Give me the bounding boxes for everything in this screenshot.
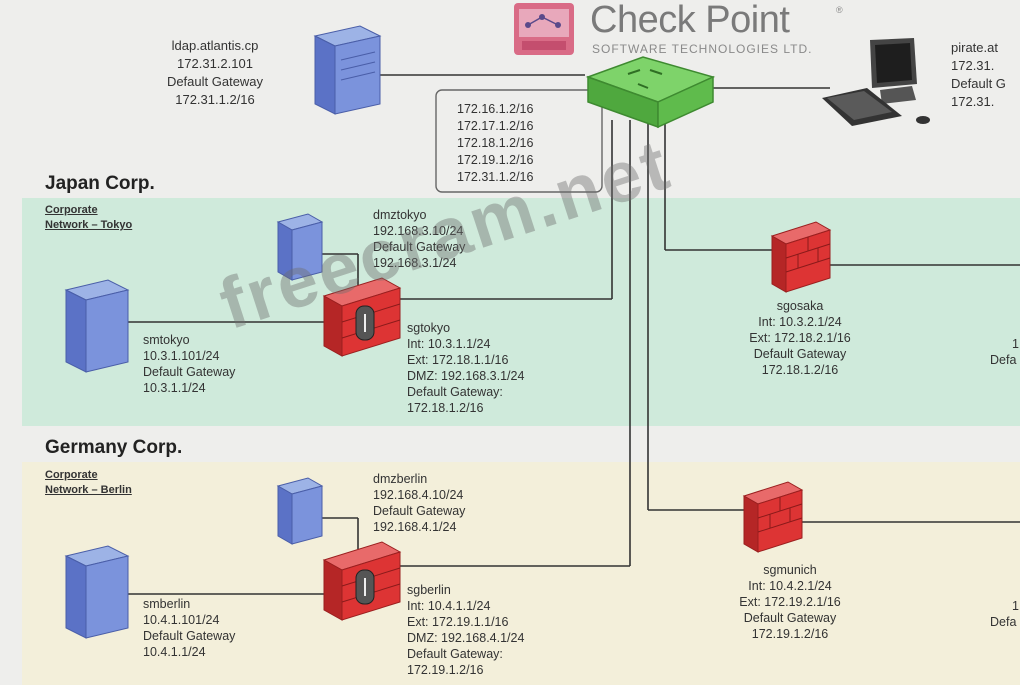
sgtokyo-firewall-icon[interactable] [320, 277, 404, 357]
smtokyo-gateway: 10.3.1.1/24 [143, 381, 206, 395]
ldap-server-name: ldap.atlantis.cp [171, 38, 259, 53]
smberlin-gateway: 10.4.1.1/24 [143, 645, 206, 659]
berlin-network-zone [22, 462, 1020, 685]
japan-corp-title: Japan Corp. [45, 173, 155, 194]
core-router-icon[interactable] [568, 52, 718, 132]
sgmunich-gateway: 172.19.1.2/16 [751, 627, 829, 641]
sgmunich-gateway-label: Default Gateway [743, 611, 837, 625]
dmzberlin-gateway-label: Default Gateway [373, 504, 466, 518]
tokyo-network-label-1: Corporate [45, 204, 98, 216]
route-1: 172.16.1.2/16 [457, 102, 534, 116]
sgberlin-name: sgberlin [407, 583, 451, 597]
smberlin-gateway-label: Default Gateway [143, 629, 236, 643]
sgmunich-name: sgmunich [763, 563, 817, 577]
sgberlin-int: Int: 10.4.1.1/24 [407, 599, 491, 613]
sgosaka-int: Int: 10.3.2.1/24 [758, 315, 842, 329]
smtokyo-name: smtokyo [143, 333, 190, 347]
dmztokyo-ip: 192.168.3.10/24 [373, 224, 464, 238]
dmztokyo-server-icon[interactable] [272, 213, 324, 281]
sgtokyo-gateway-label: Default Gateway: [407, 385, 503, 399]
osaka-right-fragment-1: 1 [1012, 337, 1019, 351]
brand-name: Check Point [590, 0, 790, 41]
sgmunich-firewall-icon[interactable] [740, 481, 806, 553]
dmztokyo-gateway-label: Default Gateway [373, 240, 466, 254]
munich-right-fragment-1: 1 [1012, 599, 1019, 613]
dmzberlin-gateway: 192.168.4.1/24 [373, 520, 457, 534]
sgmunich-ext: Ext: 172.19.2.1/16 [739, 595, 841, 609]
brand-registered-mark: ® [836, 5, 843, 15]
sgtokyo-gateway: 172.18.1.2/16 [407, 401, 484, 415]
dmzberlin-ip: 192.168.4.10/24 [373, 488, 464, 502]
sgosaka-name: sgosaka [776, 299, 824, 313]
tokyo-network-label-2: Network – Tokyo [45, 219, 133, 231]
sgosaka-ext: Ext: 172.18.2.1/16 [749, 331, 851, 345]
smberlin-server-icon[interactable] [58, 545, 130, 639]
pirate-host-ip: 172.31. [951, 58, 995, 73]
sgtokyo-ext: Ext: 172.18.1.1/16 [407, 353, 509, 367]
sgtokyo-dmz: DMZ: 192.168.3.1/24 [407, 369, 525, 383]
sgberlin-dmz: DMZ: 192.168.4.1/24 [407, 631, 525, 645]
check-point-logo-icon [514, 3, 574, 55]
ldap-gateway-label: Default Gateway [166, 74, 264, 89]
route-2: 172.17.1.2/16 [457, 119, 534, 133]
route-3: 172.18.1.2/16 [457, 136, 534, 150]
sgosaka-gateway: 172.18.1.2/16 [761, 363, 839, 377]
route-4: 172.19.1.2/16 [457, 153, 534, 167]
pirate-host-name: pirate.at [951, 40, 998, 55]
sgberlin-firewall-icon[interactable] [320, 541, 404, 621]
dmztokyo-name: dmztokyo [373, 208, 427, 222]
sgtokyo-int: Int: 10.3.1.1/24 [407, 337, 491, 351]
dmzberlin-server-icon[interactable] [272, 477, 324, 545]
ldap-server-ip: 172.31.2.101 [177, 56, 253, 71]
sgtokyo-name: sgtokyo [407, 321, 451, 335]
smtokyo-server-icon[interactable] [58, 279, 130, 373]
smtokyo-ip: 10.3.1.101/24 [143, 349, 220, 363]
pirate-workstation-icon[interactable] [822, 38, 940, 128]
berlin-network-label-1: Corporate [45, 469, 98, 481]
germany-corp-title: Germany Corp. [45, 437, 183, 458]
berlin-network-label-2: Network – Berlin [45, 484, 132, 496]
osaka-right-fragment-2: Defa [990, 353, 1017, 367]
dmztokyo-gateway: 192.168.3.1/24 [373, 256, 457, 270]
smtokyo-gateway-label: Default Gateway [143, 365, 236, 379]
pirate-gateway-label: Default G [951, 76, 1006, 91]
sgmunich-int: Int: 10.4.2.1/24 [748, 579, 832, 593]
sgberlin-ext: Ext: 172.19.1.1/16 [407, 615, 509, 629]
sgosaka-firewall-icon[interactable] [768, 221, 834, 293]
smberlin-name: smberlin [143, 597, 191, 611]
sgberlin-gateway-label: Default Gateway: [407, 647, 503, 661]
tokyo-network-zone [22, 198, 1020, 426]
brand-tagline: SOFTWARE TECHNOLOGIES LTD. [592, 42, 813, 56]
dmzberlin-name: dmzberlin [373, 472, 428, 486]
munich-right-fragment-2: Defa [990, 615, 1017, 629]
sgosaka-gateway-label: Default Gateway [753, 347, 847, 361]
route-5: 172.31.1.2/16 [457, 170, 534, 184]
sgberlin-gateway: 172.19.1.2/16 [407, 663, 484, 677]
ldap-server-icon[interactable] [305, 25, 383, 115]
smberlin-ip: 10.4.1.101/24 [143, 613, 220, 627]
pirate-gateway: 172.31. [951, 94, 995, 109]
ldap-gateway: 172.31.1.2/16 [175, 92, 255, 107]
